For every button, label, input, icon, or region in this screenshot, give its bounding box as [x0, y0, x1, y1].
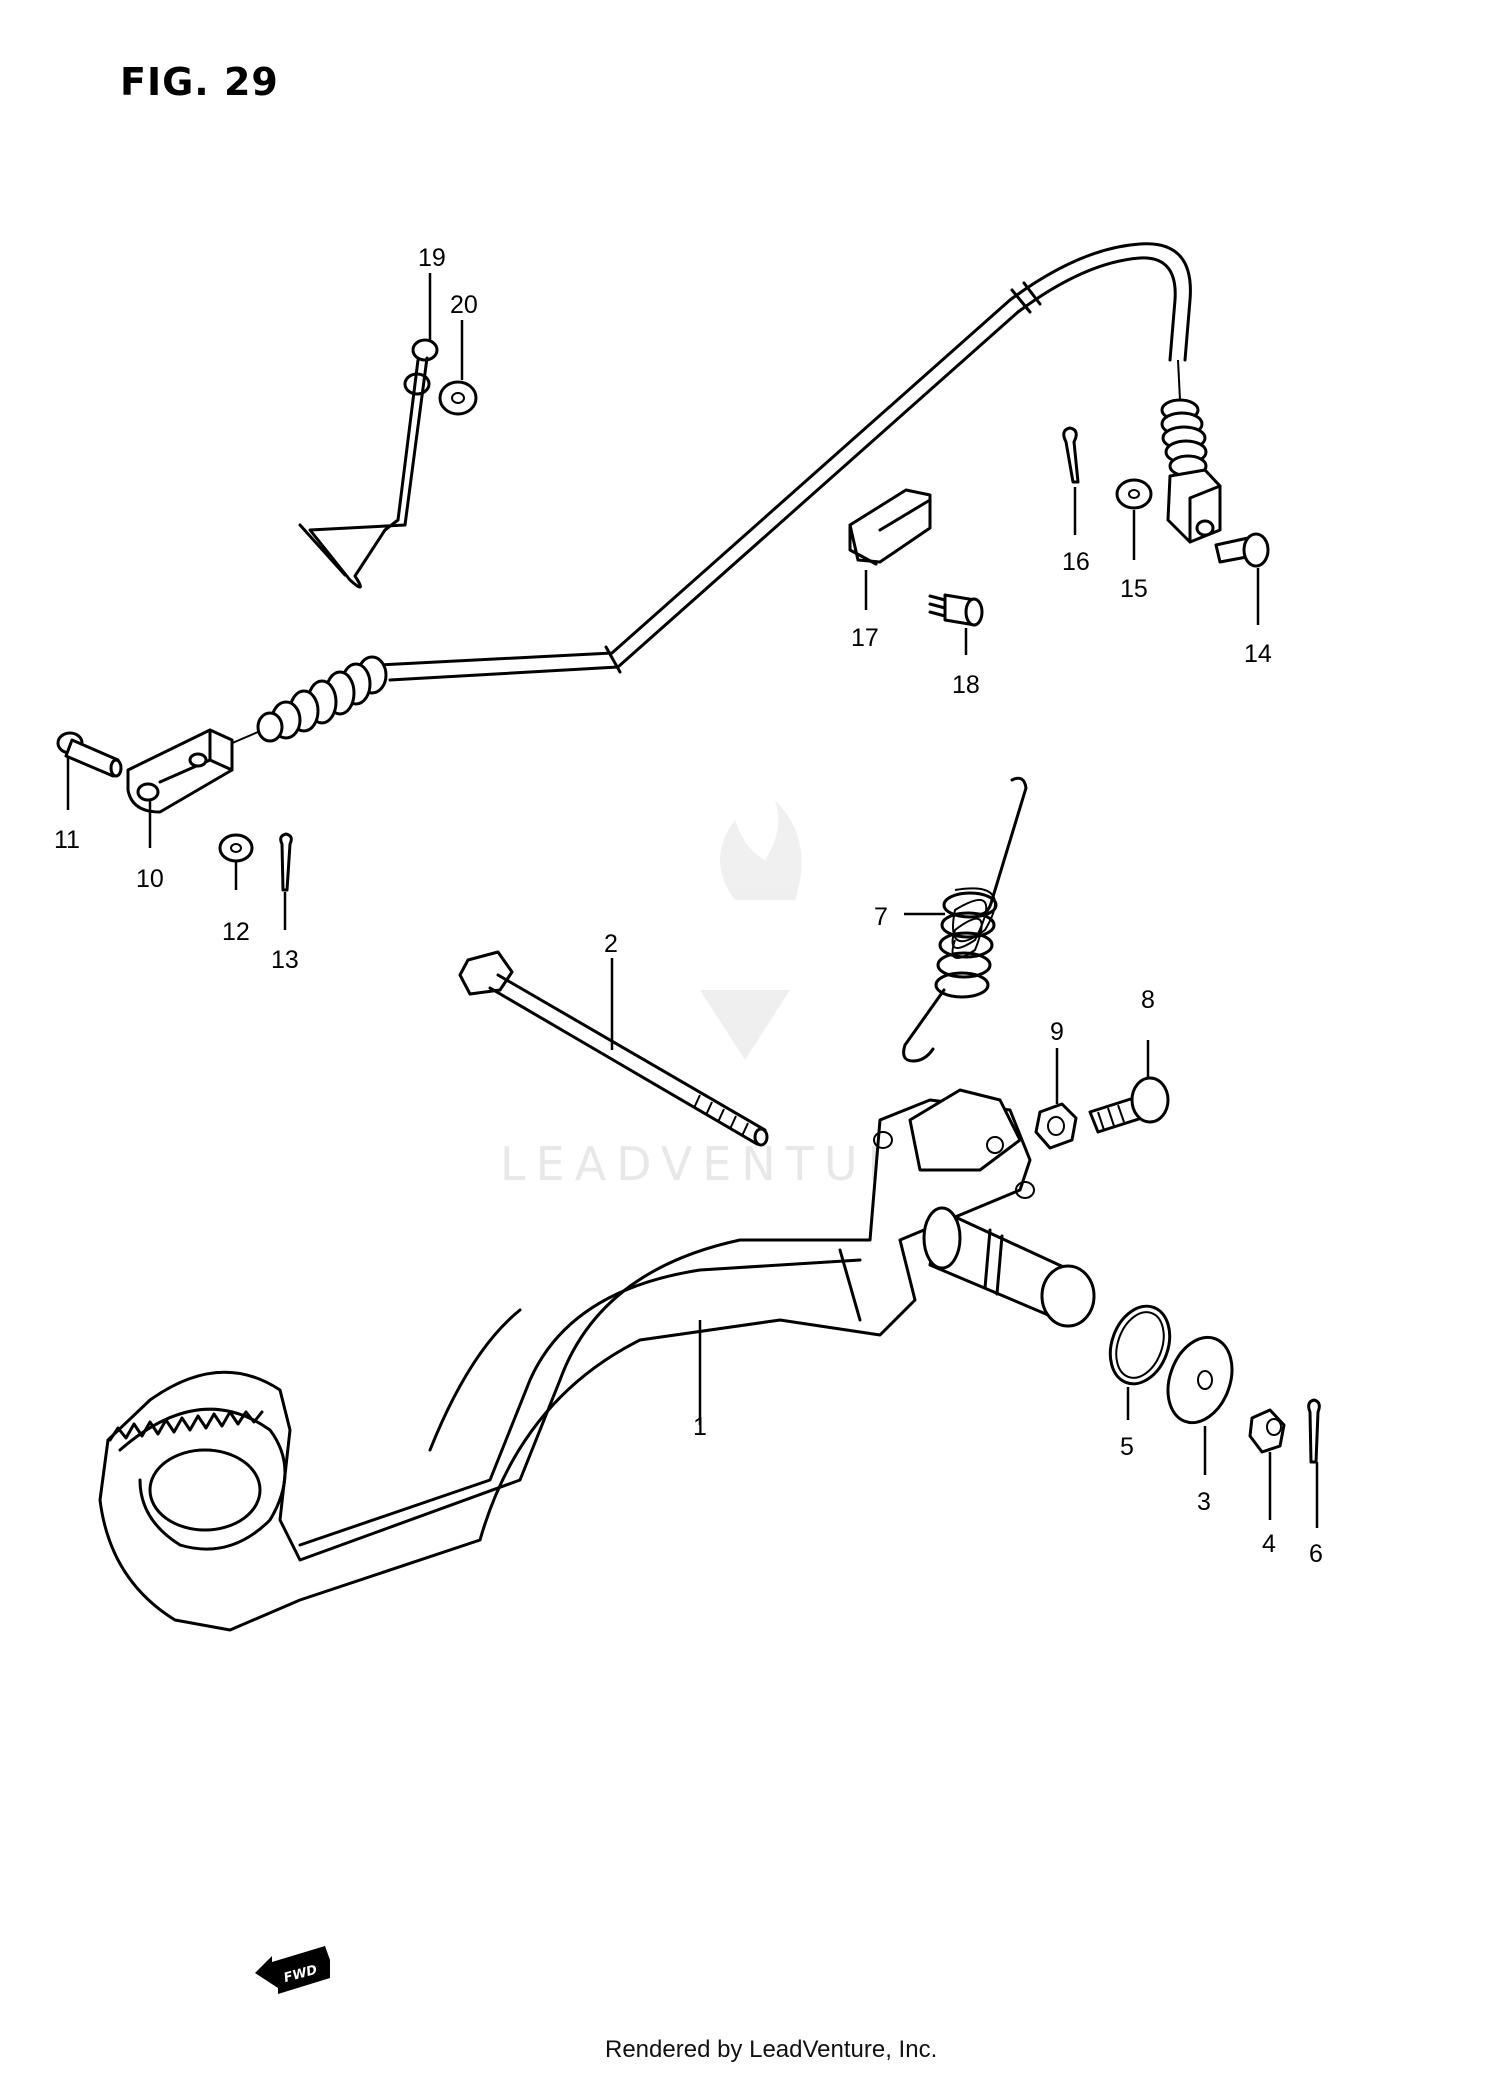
callout-15: 15: [1120, 575, 1148, 603]
callout-16: 16: [1062, 548, 1090, 576]
callout-labels: 19 20 17 18 16 15 14 11 10 12 13 2 7 8 9…: [54, 244, 1323, 1568]
callout-8: 8: [1141, 986, 1155, 1014]
circlip-5: [1108, 1304, 1172, 1386]
callout-14: 14: [1244, 640, 1272, 668]
callout-3: 3: [1197, 1488, 1211, 1516]
pin-11: [56, 731, 123, 778]
callout-5: 5: [1120, 1433, 1134, 1461]
brake-cable: [229, 242, 1208, 745]
cotter-pin-13: [279, 832, 293, 892]
callout-6: 6: [1309, 1540, 1323, 1568]
cable-joint-lower: [126, 728, 234, 814]
leader-lines: [66, 273, 1319, 1528]
callout-17: 17: [851, 624, 879, 652]
callout-1: 1: [693, 1413, 707, 1441]
callout-4: 4: [1262, 1530, 1276, 1558]
callout-18: 18: [952, 671, 980, 699]
cotter-pin-6: [1307, 1398, 1321, 1464]
brake-pedal-1: [98, 1088, 1096, 1632]
callout-10: 10: [136, 865, 164, 893]
callout-11: 11: [54, 826, 80, 854]
nut-4: [1248, 1408, 1286, 1454]
washer-20: [438, 380, 478, 416]
figure-title: FIG. 29: [120, 60, 279, 104]
washer-3: [1166, 1335, 1234, 1425]
watermark-text: LEADVENTURE: [500, 1137, 949, 1191]
fwd-arrow-icon: FWD: [255, 1946, 330, 1994]
footer-credit: Rendered by LeadVenture, Inc.: [605, 2036, 937, 2063]
callout-9: 9: [1050, 1018, 1064, 1046]
watermark: LEADVENTURE: [500, 800, 949, 1191]
callout-12: 12: [222, 918, 250, 946]
cable-boot-upper: [1160, 359, 1208, 478]
pin-14: [1214, 532, 1270, 568]
callout-7: 7: [874, 903, 888, 931]
pivot-bolt-2: [458, 950, 769, 1147]
nut-9: [1034, 1102, 1078, 1150]
cable-joint-upper: [1166, 468, 1222, 544]
cable-guide-19: [298, 338, 439, 589]
washer-15: [1115, 478, 1153, 510]
screw-18: [928, 593, 984, 627]
callout-20: 20: [450, 291, 478, 319]
callout-2: 2: [604, 930, 618, 958]
return-spring-7: [902, 776, 1028, 1063]
callout-19: 19: [418, 244, 446, 272]
washer-12: [218, 833, 254, 863]
bolt-8: [1088, 1076, 1170, 1134]
cotter-pin-16: [1062, 426, 1080, 484]
callout-13: 13: [271, 946, 299, 974]
cable-boot-lower: [229, 655, 388, 745]
cable-clamp-17: [848, 488, 932, 566]
